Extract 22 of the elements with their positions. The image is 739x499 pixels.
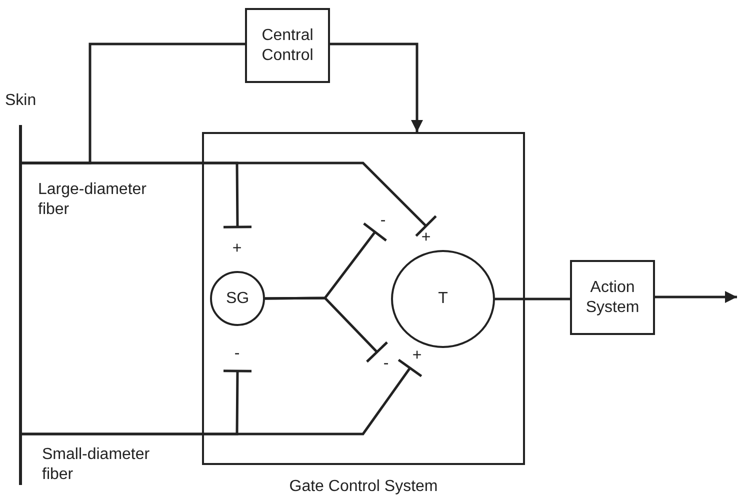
node-label: T: [438, 289, 448, 309]
polarity-sign: +: [411, 348, 423, 364]
arrow: [330, 42, 423, 132]
connector-line: [20, 42, 245, 164]
polarity-sign: -: [233, 346, 241, 362]
polarity-sign: -: [382, 356, 390, 372]
box-caption: Gate Control System: [288, 477, 439, 497]
polarity-sign: +: [420, 230, 432, 246]
node-label: Action System: [584, 278, 640, 318]
synapse-line: [265, 296, 388, 363]
node-label: Central Control: [260, 26, 314, 66]
synapse-line: [20, 370, 253, 436]
process-box: [245, 8, 330, 83]
connector-line: [495, 298, 570, 300]
arrow: [655, 291, 737, 303]
node-label: SG: [226, 288, 250, 308]
fiber-label: Large-diameter fiber: [38, 180, 148, 220]
fiber-label: Small-diameter fiber: [42, 445, 151, 485]
polarity-sign: +: [231, 241, 243, 257]
polarity-sign: -: [379, 213, 387, 229]
skin-label: Skin: [5, 91, 36, 111]
process-box: [570, 260, 655, 335]
